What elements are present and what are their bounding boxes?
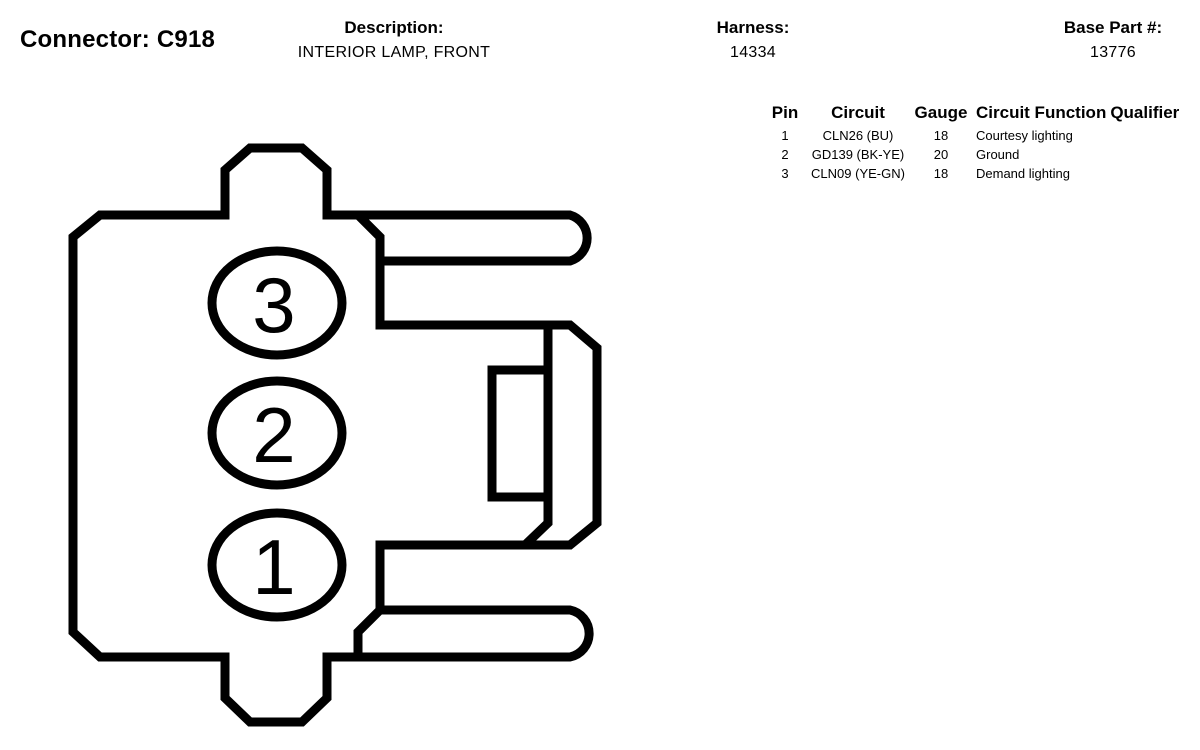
row-gauge: 20 <box>933 147 949 162</box>
pin-2-cavity <box>207 376 347 490</box>
connector-housing-outline <box>68 143 553 727</box>
upper-latch-arm <box>322 210 592 266</box>
locking-clip <box>520 320 602 550</box>
row-gauge: 18 <box>933 128 949 143</box>
col-gauge-header: Gauge <box>914 103 968 122</box>
row-circuit-function: Ground <box>976 147 1020 162</box>
base-part-label: Base Part #: <box>1063 18 1163 37</box>
row-circuit: CLN26 (BU) <box>822 128 894 143</box>
lower-latch-arm <box>353 605 594 662</box>
pin-table-header: Pin Circuit Gauge Circuit Function Quali… <box>764 103 1181 127</box>
row-circuit: GD139 (BK-YE) <box>811 147 905 162</box>
polarization-key <box>487 365 553 502</box>
base-part-value: 13776 <box>1090 44 1136 61</box>
base-part-block: Base Part #: 13776 <box>1053 18 1173 62</box>
harness-block: Harness: 14334 <box>693 18 813 62</box>
row-circuit-function: Courtesy lighting <box>976 128 1073 143</box>
description-value: INTERIOR LAMP, FRONT <box>297 44 491 61</box>
table-row: 2 GD139 (BK-YE) 20 Ground <box>764 146 1181 165</box>
col-circuit-header: Circuit <box>831 103 885 122</box>
row-circuit-function: Demand lighting <box>976 166 1070 181</box>
row-gauge: 18 <box>933 166 949 181</box>
row-circuit: CLN09 (YE-GN) <box>811 166 905 181</box>
harness-label: Harness: <box>716 18 790 37</box>
row-pin: 1 <box>781 128 789 143</box>
col-qualifier-header: Qualifier <box>1110 103 1180 122</box>
table-row: 3 CLN09 (YE-GN) 18 Demand lighting <box>764 165 1181 184</box>
row-pin: 2 <box>781 147 789 162</box>
harness-value: 14334 <box>730 44 776 61</box>
col-circuit-function-header: Circuit Function <box>976 103 1107 122</box>
pin-1-cavity <box>207 508 347 622</box>
pin-3-cavity <box>207 246 347 360</box>
pin-1-label: 1 <box>252 523 295 611</box>
description-block: Description: INTERIOR LAMP, FRONT <box>274 18 514 62</box>
pin-table: Pin Circuit Gauge Circuit Function Quali… <box>764 103 1181 184</box>
connector-title: Connector: C918 <box>20 26 216 53</box>
description-label: Description: <box>344 18 444 37</box>
pin-3-label: 3 <box>252 261 295 349</box>
pin-2-label: 2 <box>252 391 295 479</box>
row-pin: 3 <box>781 166 789 181</box>
table-row: 1 CLN26 (BU) 18 Courtesy lighting <box>764 127 1181 146</box>
col-pin-header: Pin <box>771 103 799 122</box>
